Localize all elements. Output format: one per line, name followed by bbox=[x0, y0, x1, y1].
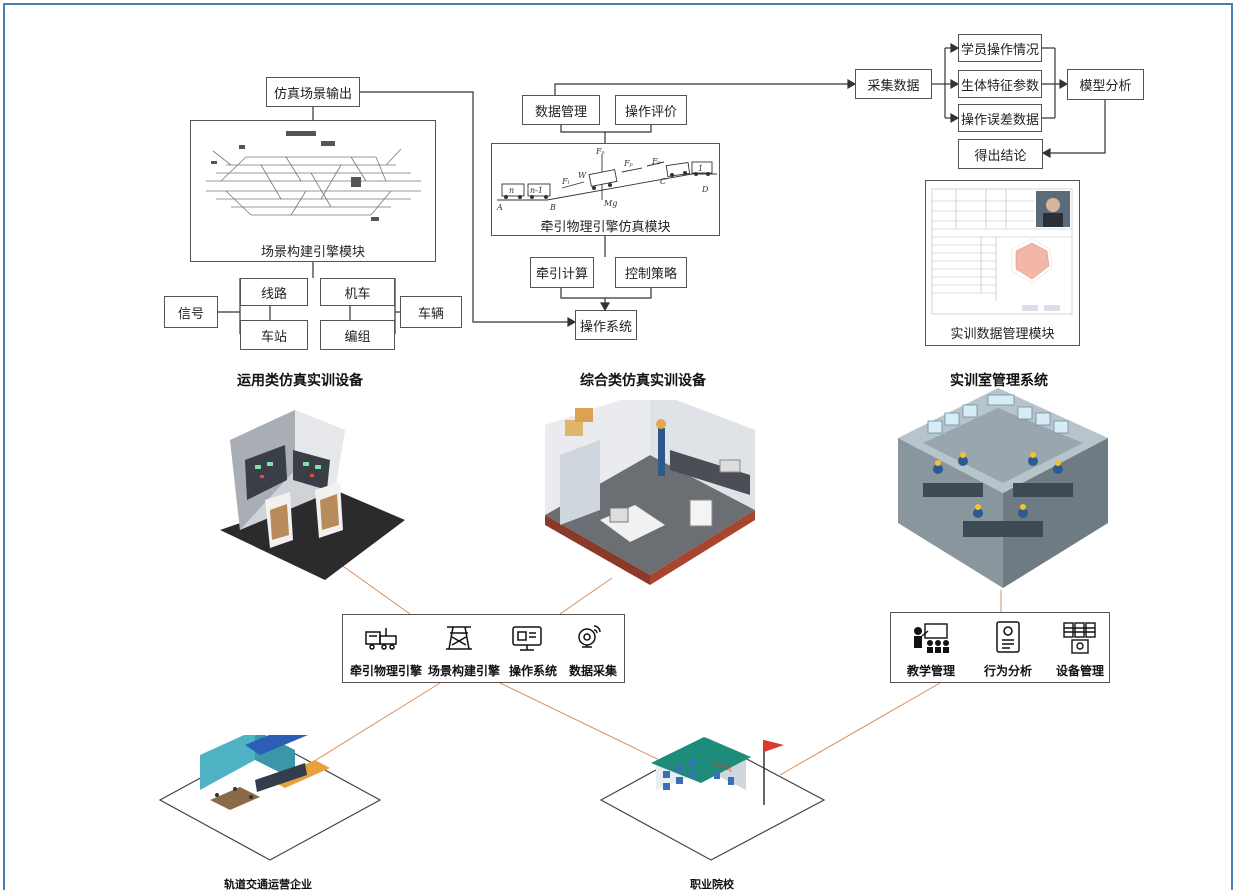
tag-vehicle-label: 车辆 bbox=[417, 306, 444, 322]
scene-output-label: 仿真场景输出 bbox=[273, 86, 352, 102]
tag-line: 线路 bbox=[240, 278, 308, 306]
scene-engine-module: 场景构建引擎模块 bbox=[190, 120, 436, 262]
point-c: C bbox=[660, 177, 666, 186]
tag-loco-label: 机车 bbox=[344, 286, 371, 302]
error-data-label: 操作误差数据 bbox=[960, 112, 1039, 128]
engine-label-2: 操作系统 bbox=[508, 664, 557, 678]
mgmt-label-1: 行为分析 bbox=[983, 664, 1032, 678]
tag-station-label: 车站 bbox=[260, 329, 287, 345]
collect-data-box: 采集数据 bbox=[855, 69, 932, 99]
control-strategy-box: 控制策略 bbox=[615, 257, 687, 288]
model-analysis-label: 模型分析 bbox=[1079, 79, 1132, 94]
tag-station: 车站 bbox=[240, 320, 308, 350]
monitor-icon bbox=[512, 626, 542, 651]
cab-simulator-illustration bbox=[220, 410, 405, 580]
physics-engine-module: Fₙ W Fₗ Fₚ Fₚ Mg n n-1 1 A B C D 牵引物理引擎仿… bbox=[491, 143, 720, 236]
op-system-box: 操作系统 bbox=[575, 310, 637, 340]
worker-figure bbox=[658, 428, 665, 476]
car-1-label: 1 bbox=[698, 164, 703, 173]
report-sheet-graphic bbox=[931, 188, 1073, 315]
camera-icon bbox=[578, 625, 601, 648]
engine-label-0: 牵引物理引擎 bbox=[349, 664, 422, 678]
tag-signal-label: 信号 bbox=[177, 306, 204, 322]
tag-loco: 机车 bbox=[320, 278, 395, 306]
teaching-icon bbox=[914, 623, 949, 653]
engine-label-1: 场景构建引擎 bbox=[427, 664, 500, 678]
flag-icon bbox=[764, 740, 784, 752]
op-eval-box: 操作评价 bbox=[615, 95, 687, 125]
scene-output-box: 仿真场景输出 bbox=[266, 77, 360, 107]
bio-params-label: 生体特征参数 bbox=[960, 78, 1039, 94]
point-d: D bbox=[701, 185, 709, 194]
collect-data-label: 采集数据 bbox=[867, 78, 920, 94]
lab-mgmt-heading: 实训室管理系统 bbox=[950, 373, 1048, 389]
data-mgmt-box: 数据管理 bbox=[522, 95, 600, 125]
point-b: B bbox=[549, 203, 556, 212]
tag-formation-label: 编组 bbox=[344, 329, 371, 345]
tag-signal: 信号 bbox=[164, 296, 218, 328]
mgmt-label-0: 教学管理 bbox=[906, 664, 955, 678]
force-w: W bbox=[578, 171, 587, 180]
engine-bar bbox=[342, 614, 625, 683]
conclusion-label: 得出结论 bbox=[974, 148, 1027, 164]
tag-line-label: 线路 bbox=[260, 286, 287, 302]
physics-engine-caption: 牵引物理引擎仿真模块 bbox=[540, 220, 671, 235]
tag-vehicle: 车辆 bbox=[400, 296, 462, 328]
profile-icon bbox=[996, 621, 1020, 653]
scene-engine-caption: 场景构建引擎模块 bbox=[260, 245, 365, 260]
school-illustration: SCHOOL bbox=[599, 737, 826, 861]
error-data-box: 操作误差数据 bbox=[958, 104, 1042, 132]
control-strategy-label: 控制策略 bbox=[624, 267, 677, 282]
data-module-caption: 实训数据管理模块 bbox=[950, 327, 1055, 342]
equipment-icon bbox=[1063, 622, 1096, 654]
enterprise-illustration bbox=[158, 735, 382, 861]
car-n1-label: n-1 bbox=[530, 186, 543, 195]
op-eval-label: 操作评价 bbox=[624, 104, 677, 120]
data-mgmt-module: 实训数据管理模块 bbox=[925, 180, 1080, 346]
traction-calc-box: 牵引计算 bbox=[530, 257, 594, 288]
lab-room-illustration bbox=[545, 400, 755, 585]
car-n-label: n bbox=[509, 186, 514, 195]
bio-params-box: 生体特征参数 bbox=[958, 70, 1042, 98]
control-center-illustration bbox=[898, 388, 1108, 588]
tag-formation: 编组 bbox=[320, 320, 395, 350]
conclusion-box: 得出结论 bbox=[958, 139, 1043, 169]
ops-sim-heading: 运用类仿真实训设备 bbox=[237, 373, 363, 389]
pylon-icon bbox=[446, 626, 472, 650]
school-label: 职业院校 bbox=[690, 878, 734, 890]
train-force-graphic: Fₙ W Fₗ Fₚ Fₚ Mg n n-1 1 A B C D bbox=[496, 147, 717, 212]
force-fn: Fₙ bbox=[595, 147, 605, 156]
point-a: A bbox=[496, 203, 503, 212]
student-ops-box: 学员操作情况 bbox=[958, 34, 1042, 62]
student-ops-label: 学员操作情况 bbox=[960, 42, 1039, 58]
force-fl: Fₗ bbox=[561, 177, 570, 186]
track-layout-graphic bbox=[206, 131, 421, 221]
enterprise-label: 轨道交通运营企业 bbox=[224, 878, 312, 890]
outer-frame bbox=[3, 3, 1233, 890]
data-mgmt-label: 数据管理 bbox=[534, 104, 587, 120]
force-fp2: Fₚ bbox=[651, 157, 662, 166]
comp-sim-heading: 综合类仿真实训设备 bbox=[580, 373, 706, 389]
force-mg: Mg bbox=[603, 199, 617, 208]
engine-label-3: 数据采集 bbox=[568, 664, 617, 678]
model-analysis-box: 模型分析 bbox=[1067, 69, 1144, 100]
traction-calc-label: 牵引计算 bbox=[535, 267, 588, 282]
mgmt-label-2: 设备管理 bbox=[1055, 664, 1104, 678]
op-system-label: 操作系统 bbox=[579, 319, 632, 335]
locomotive-icon bbox=[365, 628, 397, 650]
force-fp: Fₚ bbox=[623, 159, 634, 168]
